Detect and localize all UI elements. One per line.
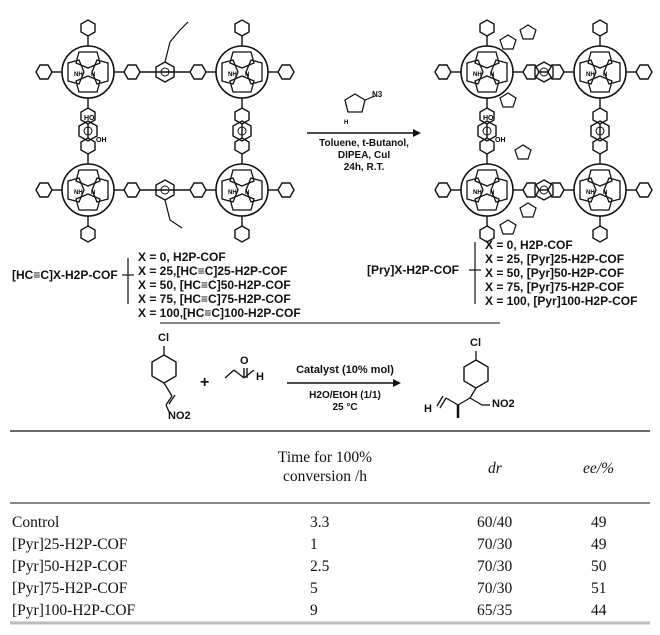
right-series-label: [Pry]X-H2P-COF [367, 263, 460, 277]
left-series-item: X = 100,[HC≡C]100-H2P-COF [138, 306, 301, 320]
cell-catalyst: [Pyr]75-H2P-COF [12, 580, 128, 597]
cell-dr: 70/30 [477, 536, 513, 553]
aldehyde-o-label: O [240, 355, 249, 367]
svg-text:HO: HO [84, 115, 95, 122]
left-series-label: [HC≡C]X-H2P-COF [12, 268, 118, 282]
cell-time: 3.3 [310, 514, 330, 531]
nitrostyrene-structure [151, 346, 177, 415]
product-no2-label: NO2 [492, 398, 515, 410]
no2-label: NO2 [168, 410, 191, 422]
right-series-item: X = 50, [Pyr]50-H2P-COF [485, 266, 625, 280]
cell-catalyst: [Pyr]50-H2P-COF [12, 558, 128, 575]
solvent-label: H2O/EtOH (1/1) [309, 390, 381, 401]
plus-sign: + [200, 374, 210, 391]
right-series-item: X = 0, H2P-COF [485, 238, 573, 252]
left-series-item: X = 50, [HC≡C]50-H2P-COF [138, 278, 291, 292]
cell-catalyst: [Pyr]100-H2P-COF [12, 602, 136, 619]
left-cof-structure: HO OH [35, 19, 295, 243]
left-series-item: X = 75, [HC≡C]75-H2P-COF [138, 292, 291, 306]
cell-dr: 70/30 [477, 558, 513, 575]
cell-ee: 50 [591, 558, 607, 575]
cell-catalyst: Control [12, 514, 60, 531]
left-series-item: X = 0, H2P-COF [138, 250, 226, 264]
svg-text:OH: OH [96, 137, 107, 144]
table-row: [Pyr]100-H2P-COF 9 65/35 44 [10, 602, 650, 622]
right-series-list: X = 0, H2P-COF X = 25, [Pyr]25-H2P-COF X… [485, 238, 637, 308]
svg-text:OH: OH [495, 137, 506, 144]
header-ee: ee/% [583, 460, 614, 477]
cell-time: 9 [310, 602, 318, 619]
table-row: [Pyr]75-H2P-COF 5 70/30 51 [10, 580, 650, 600]
cl-label: Cl [158, 332, 169, 344]
svg-text:HO: HO [483, 115, 494, 122]
product-structure [436, 351, 490, 418]
cell-time: 2.5 [310, 558, 330, 575]
header-time: Time for 100% conversion /h [277, 449, 373, 485]
cell-ee: 51 [591, 580, 607, 597]
aldehyde-h-label: H [256, 371, 264, 383]
svg-text:H: H [344, 120, 348, 126]
table-row: [Pyr]25-H2P-COF 1 70/30 49 [10, 536, 650, 556]
product-cl-label: Cl [470, 337, 481, 349]
right-series-item: X = 100, [Pyr]100-H2P-COF [485, 294, 638, 308]
condition-base: DIPEA, CuI [337, 150, 391, 161]
reaction-arrow-2 [287, 379, 401, 387]
temperature-label: 25 °C [332, 402, 358, 413]
cell-ee: 49 [591, 514, 607, 531]
cell-ee: 44 [591, 602, 607, 619]
right-series-item: X = 75, [Pyr]75-H2P-COF [485, 280, 625, 294]
reaction-conditions: Toluene, t-Butanol, DIPEA, CuI 24h, R.T. [311, 138, 417, 174]
cell-dr: 70/30 [477, 580, 513, 597]
left-series-item: X = 25,[HC≡C]25-H2P-COF [138, 264, 288, 278]
left-series-list: X = 0, H2P-COF X = 25,[HC≡C]25-H2P-COF X… [138, 250, 301, 320]
reaction-arrow-1: H [307, 93, 421, 137]
right-series-item: X = 25, [Pyr]25-H2P-COF [485, 252, 625, 266]
catalyst-label: Catalyst (10% mol) [296, 364, 394, 376]
cell-dr: 65/35 [477, 602, 513, 619]
table-row: Control 3.3 60/40 49 [10, 514, 650, 534]
cell-catalyst: [Pyr]25-H2P-COF [12, 536, 128, 553]
condition-time: 24h, R.T. [343, 162, 385, 173]
cell-time: 1 [310, 536, 318, 553]
product-h-label: H [424, 403, 432, 415]
cell-ee: 49 [591, 536, 607, 553]
cell-dr: 60/40 [477, 514, 513, 531]
azide-label: N3 [372, 90, 383, 99]
cell-time: 5 [310, 580, 318, 597]
table-row: [Pyr]50-H2P-COF 2.5 70/30 50 [10, 558, 650, 578]
condition-solvent: Toluene, t-Butanol, [319, 138, 409, 149]
header-dr: dr [488, 460, 502, 477]
right-cof-structure: HO OH [434, 19, 653, 243]
propanal-structure [224, 368, 255, 379]
reaction2-conditions: H2O/EtOH (1/1) 25 °C [290, 390, 400, 414]
